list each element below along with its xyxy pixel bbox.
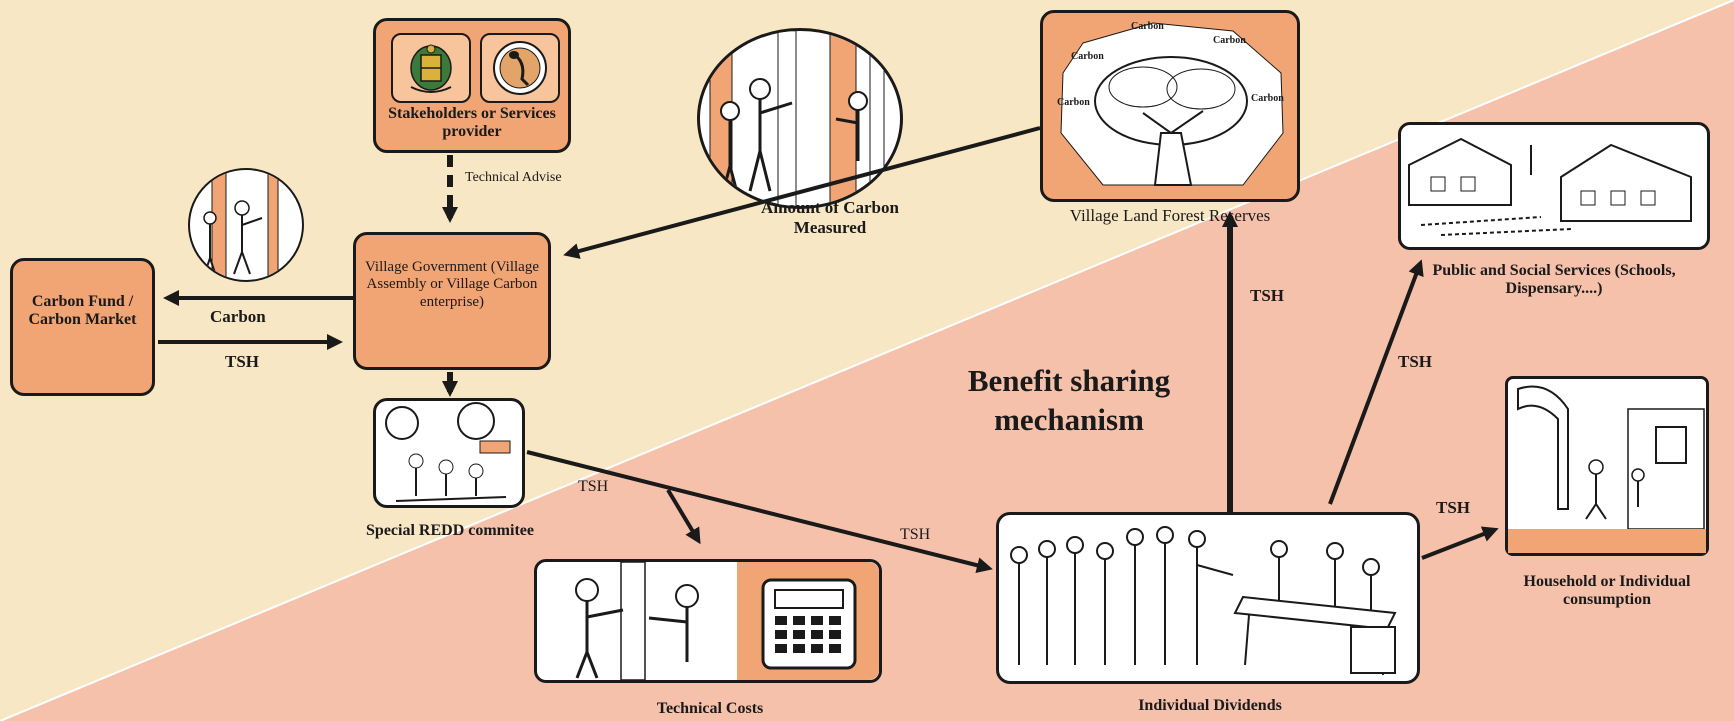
village-government-box: Village Government (Village Assembly or …: [353, 232, 551, 370]
center-title: Benefit sharing mechanism: [967, 363, 1171, 437]
redd-committee-box: [373, 398, 525, 508]
carbon-tag-1: Carbon: [1131, 21, 1164, 32]
forest-reserves-box: Carbon Carbon Carbon Carbon Carbon: [1040, 10, 1300, 202]
village-government-label: Village Government (Village Assembly or …: [365, 259, 539, 310]
edge-label-tsh-committee: TSH: [578, 478, 609, 495]
redd-committee-label: Special REDD commitee: [366, 522, 534, 539]
calculator-icon: [761, 578, 857, 670]
carbon-measured-label: Amount of Carbon Measured: [761, 198, 899, 237]
individual-dividends-label: Individual Dividends: [1138, 697, 1282, 714]
edge-label-tsh-market: TSH: [225, 352, 260, 371]
public-services-box: [1398, 122, 1710, 250]
edge-label-tsh-dividends: TSH: [900, 526, 931, 543]
coat-of-arms-icon: [391, 33, 471, 103]
household-box: [1505, 376, 1709, 556]
stakeholders-box: Stakeholders or Services provider: [373, 18, 571, 153]
individual-dividends-box: [996, 512, 1420, 684]
edge-label-tsh-forest: TSH: [1250, 286, 1285, 305]
edge-label-tsh-public: TSH: [1398, 352, 1433, 371]
edge-label-carbon: Carbon: [210, 307, 266, 326]
forest-reserves-label: Village Land Forest Reserves: [1069, 206, 1271, 225]
carbon-fund-label: Carbon Fund / Carbon Market: [28, 293, 137, 329]
stakeholders-label: Stakeholders or Services provider: [388, 105, 556, 141]
carbon-tag-2: Carbon: [1213, 35, 1246, 46]
public-services-label: Public and Social Services (Schools, Dis…: [1432, 262, 1676, 298]
edge-label-technical-advise: Technical Advise: [465, 170, 562, 185]
carbon-tag-4: Carbon: [1057, 97, 1090, 108]
tree-measuring-illustration: [188, 168, 304, 282]
carbon-tag-3: Carbon: [1071, 51, 1104, 62]
household-label: Household or Individual consumption: [1523, 573, 1691, 609]
carbon-measured-illustration: [697, 28, 903, 209]
technical-costs-box: [534, 559, 882, 683]
edge-label-tsh-household: TSH: [1436, 498, 1471, 517]
carbon-fund-box: Carbon Fund / Carbon Market: [10, 258, 155, 396]
technical-costs-label: Technical Costs: [656, 700, 764, 717]
carbon-tag-5: Carbon: [1251, 93, 1284, 104]
forestry-logo-icon: [480, 33, 560, 103]
